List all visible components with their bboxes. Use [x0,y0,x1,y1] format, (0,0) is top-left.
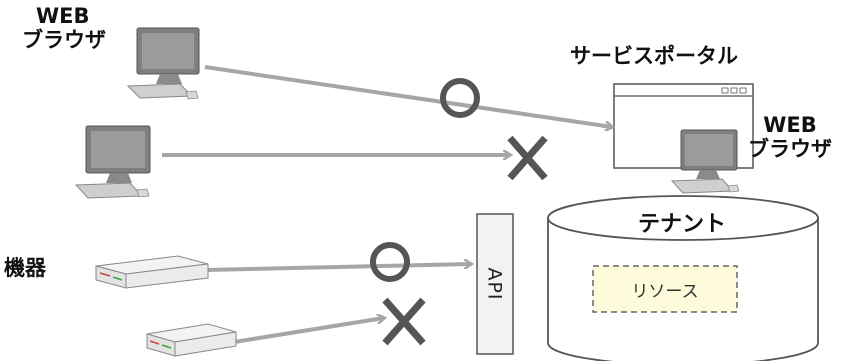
arrow-device-blocked [227,318,384,345]
web-label: WEB [763,113,817,137]
allowed-circle-icon [440,78,480,118]
router-device-icon [95,255,209,289]
denied-cross-icon [382,297,426,346]
denied-cross-icon [507,135,548,181]
api-label: API [484,267,506,301]
browser-label: ブラウザ [22,28,106,53]
computer-icon [126,27,200,100]
browser-label: ブラウザ [748,137,832,162]
resource-label: リソース [631,281,699,302]
web-browser-label-right: WEB ブラウザ [748,113,832,161]
tenant-label: テナント [638,212,727,237]
web-label: WEB [36,4,90,28]
device-label: 機器 [4,256,46,280]
allowed-circle-icon [370,242,410,282]
computer-icon [670,129,740,194]
api-label-container: API [477,214,513,354]
web-browser-label-top: WEB ブラウザ [22,4,106,52]
arrow-browser-to-portal [204,65,612,127]
resource-box [592,265,738,313]
service-portal-label: サービスポータル [570,44,738,68]
arrow-device-to-api [205,264,471,272]
api-box [476,213,514,355]
computer-icon [74,125,151,199]
router-device-icon [146,323,237,357]
